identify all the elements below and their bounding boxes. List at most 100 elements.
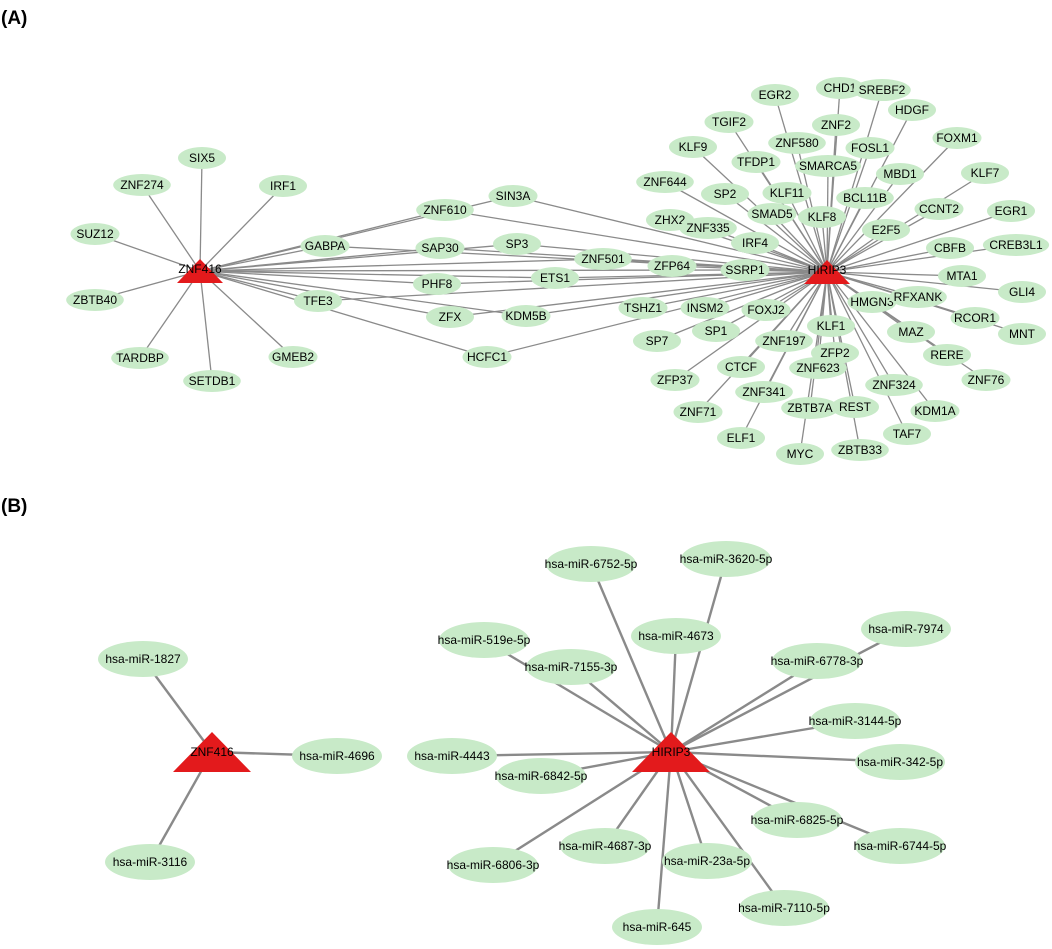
hub-label: HIRIP3 (652, 745, 691, 759)
node-label: hsa-miR-4687-3p (559, 839, 652, 853)
gene-node: ZFP37 (650, 369, 700, 391)
node-ellipse (111, 347, 169, 369)
mirna-node: hsa-miR-7155-3p (525, 649, 618, 685)
edge (444, 209, 828, 273)
node-label: ZBTB7A (787, 401, 832, 415)
mirna-node: hsa-miR-3144-5p (809, 703, 902, 739)
node-ellipse (855, 744, 945, 780)
gene-node: GMEB2 (268, 346, 318, 368)
gene-node: REST (831, 396, 879, 418)
node-ellipse (448, 847, 538, 883)
node-label: SREBF2 (859, 83, 906, 97)
gene-node: FOXM1 (932, 127, 982, 149)
gene-node: ZNF274 (113, 174, 171, 196)
node-label: PHF8 (422, 277, 453, 291)
node-label: ZNF341 (742, 385, 786, 399)
node-label: SMAD5 (751, 207, 793, 221)
node-label: IRF1 (270, 179, 296, 193)
hub-node: ZNF416 (173, 732, 251, 772)
node-label: INSM2 (687, 301, 724, 315)
node-ellipse (488, 185, 538, 207)
node-ellipse (439, 622, 529, 658)
gene-node: SIX5 (178, 147, 226, 169)
node-ellipse (633, 330, 681, 352)
node-label: SAP30 (421, 241, 459, 255)
mirna-node: hsa-miR-6744-5p (854, 828, 947, 864)
node-label: GABPA (305, 239, 345, 253)
gene-node: SP3 (493, 233, 541, 255)
edge (724, 193, 828, 273)
gene-node: ELF1 (717, 427, 765, 449)
mirna-node: hsa-miR-6842-5p (495, 758, 588, 794)
mirna-node: hsa-miR-4443 (407, 738, 497, 774)
node-ellipse (416, 199, 474, 221)
edge (826, 271, 908, 435)
edge (826, 89, 883, 273)
node-label: hsa-miR-3116 (113, 855, 188, 869)
node-label: CREB3L1 (989, 238, 1043, 252)
node-ellipse (636, 171, 694, 193)
gene-node: ZBTB40 (66, 289, 124, 311)
node-ellipse (755, 330, 813, 352)
hub-triangle (804, 260, 850, 284)
node-label: TAF7 (893, 427, 922, 441)
node-ellipse (998, 281, 1046, 303)
node-label: HMGN3 (850, 295, 894, 309)
node-ellipse (462, 346, 512, 368)
gene-node: SAP30 (415, 237, 465, 259)
node-ellipse (926, 237, 974, 259)
node-label: GMEB2 (272, 350, 314, 364)
node-ellipse (631, 618, 721, 654)
gene-node: SMAD5 (747, 203, 797, 225)
gene-node: TARDBP (111, 347, 169, 369)
node-ellipse (618, 297, 668, 319)
gene-node: SETDB1 (183, 370, 241, 392)
node-ellipse (650, 369, 700, 391)
edge (199, 157, 203, 272)
node-label: HCFC1 (467, 350, 507, 364)
node-ellipse (876, 163, 924, 185)
edge (826, 172, 986, 273)
gene-node: SIN3A (488, 185, 538, 207)
edge (740, 271, 828, 439)
edge (642, 271, 828, 309)
node-ellipse (560, 828, 650, 864)
gene-node: ZNF644 (636, 171, 694, 193)
gene-node: CREB3L1 (982, 234, 1050, 256)
gene-node: RCOR1 (950, 307, 1000, 329)
node-ellipse (259, 175, 307, 197)
gene-node: EGR1 (987, 200, 1035, 222)
node-label: TARDBP (116, 351, 164, 365)
gene-node: RFXANK (889, 286, 947, 308)
node-label: SP2 (714, 187, 737, 201)
node-label: hsa-miR-4696 (299, 749, 375, 763)
node-ellipse (772, 643, 862, 679)
gene-node: HCFC1 (462, 346, 512, 368)
node-ellipse (546, 546, 636, 582)
gene-node: SSRP1 (720, 259, 770, 281)
node-label: ZNF623 (796, 361, 840, 375)
gene-node: TAF7 (883, 423, 931, 445)
node-ellipse (673, 401, 723, 423)
gene-node: MNT (998, 323, 1046, 345)
gene-node: SMARCA5 (794, 155, 862, 177)
node-label: hsa-miR-7110-5p (738, 901, 830, 915)
node-ellipse (961, 369, 1011, 391)
node-label: hsa-miR-1827 (105, 652, 181, 666)
node-ellipse (692, 320, 740, 342)
node-label: CBFB (934, 241, 966, 255)
hub-node: HIRIP3 (804, 260, 850, 284)
node-label: hsa-miR-645 (623, 920, 692, 934)
panel-label-b: (B) (1, 496, 27, 517)
gene-node: CHD1 (816, 77, 864, 99)
edge (199, 270, 213, 382)
node-ellipse (501, 305, 551, 327)
node-ellipse (735, 381, 793, 403)
edge (655, 751, 673, 928)
node-label: ZNF335 (686, 221, 730, 235)
node-label: ZNF71 (680, 405, 717, 419)
node-label: RCOR1 (954, 311, 996, 325)
edge (670, 750, 901, 848)
